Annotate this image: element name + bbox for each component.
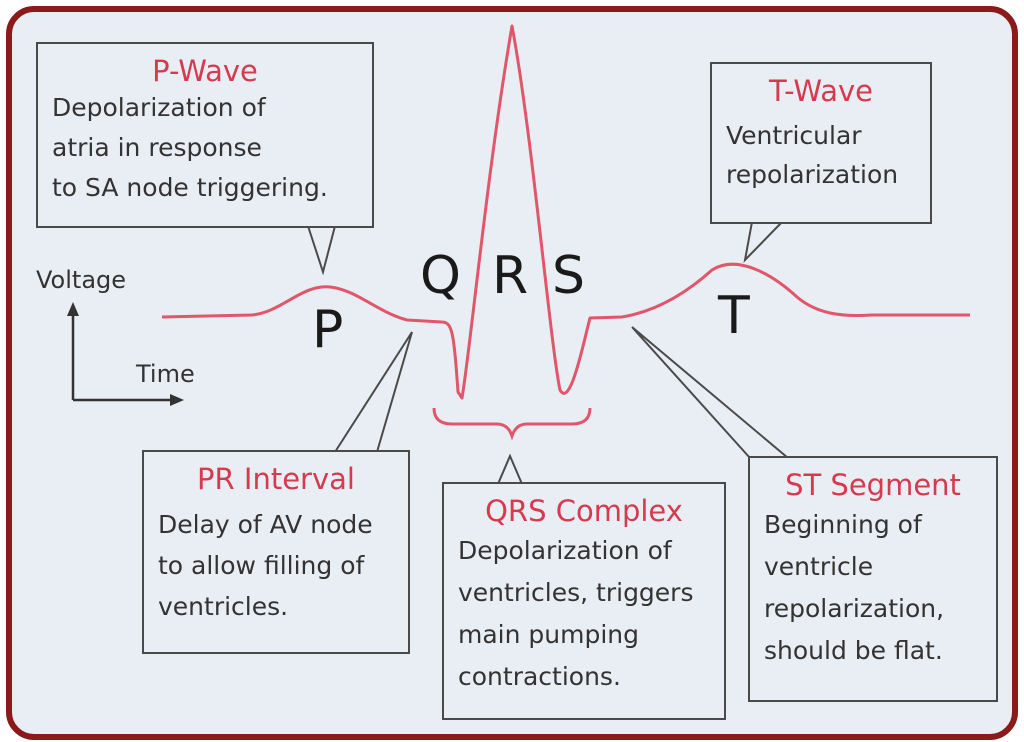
t-wave-desc: Ventricular repolarization bbox=[726, 121, 899, 189]
y-axis-arrow bbox=[67, 302, 79, 316]
st-segment-pointer bbox=[631, 326, 789, 459]
st-segment-desc: Beginning of ventricle repolarization, s… bbox=[764, 510, 945, 665]
qrs-complex-title: QRS Complex bbox=[485, 494, 683, 528]
p-wave-pointer bbox=[307, 225, 336, 276]
ecg-diagram bbox=[67, 24, 970, 485]
diagram-frame: Voltage Time P Q R S T P-Wave Depolariza… bbox=[6, 6, 1018, 740]
r-letter: R bbox=[492, 246, 529, 306]
p-wave-title: P-Wave bbox=[152, 54, 258, 88]
x-axis-arrow bbox=[170, 394, 184, 406]
p-wave-callout: P-Wave Depolarization of atria in respon… bbox=[36, 42, 374, 228]
qrs-complex-pointer bbox=[497, 453, 523, 485]
ecg-trace bbox=[161, 24, 970, 400]
p-letter: P bbox=[312, 300, 344, 360]
y-axis-label: Voltage bbox=[36, 266, 127, 294]
t-wave-title: T-Wave bbox=[769, 74, 873, 108]
q-letter: Q bbox=[420, 246, 461, 306]
t-letter: T bbox=[718, 286, 750, 346]
pr-interval-desc: Delay of AV node to allow filling of ven… bbox=[158, 510, 373, 621]
s-letter: S bbox=[552, 246, 586, 306]
qrs-brace bbox=[432, 407, 592, 441]
qrs-complex-desc: Depolarization of ventricles, triggers m… bbox=[458, 536, 694, 691]
st-segment-title: ST Segment bbox=[785, 468, 961, 502]
x-axis-label: Time bbox=[136, 360, 195, 388]
st-segment-callout: ST Segment Beginning of ventricle repola… bbox=[748, 456, 998, 702]
t-wave-callout: T-Wave Ventricular repolarization bbox=[710, 62, 932, 224]
qrs-complex-callout: QRS Complex Depolarization of ventricles… bbox=[442, 482, 726, 720]
pr-interval-title: PR Interval bbox=[197, 462, 355, 496]
pr-interval-callout: PR Interval Delay of AV node to allow fi… bbox=[142, 450, 410, 654]
p-wave-desc: Depolarization of atria in response to S… bbox=[52, 93, 328, 202]
axes bbox=[67, 302, 184, 406]
t-wave-pointer bbox=[743, 221, 783, 264]
pr-interval-pointer bbox=[334, 331, 413, 453]
